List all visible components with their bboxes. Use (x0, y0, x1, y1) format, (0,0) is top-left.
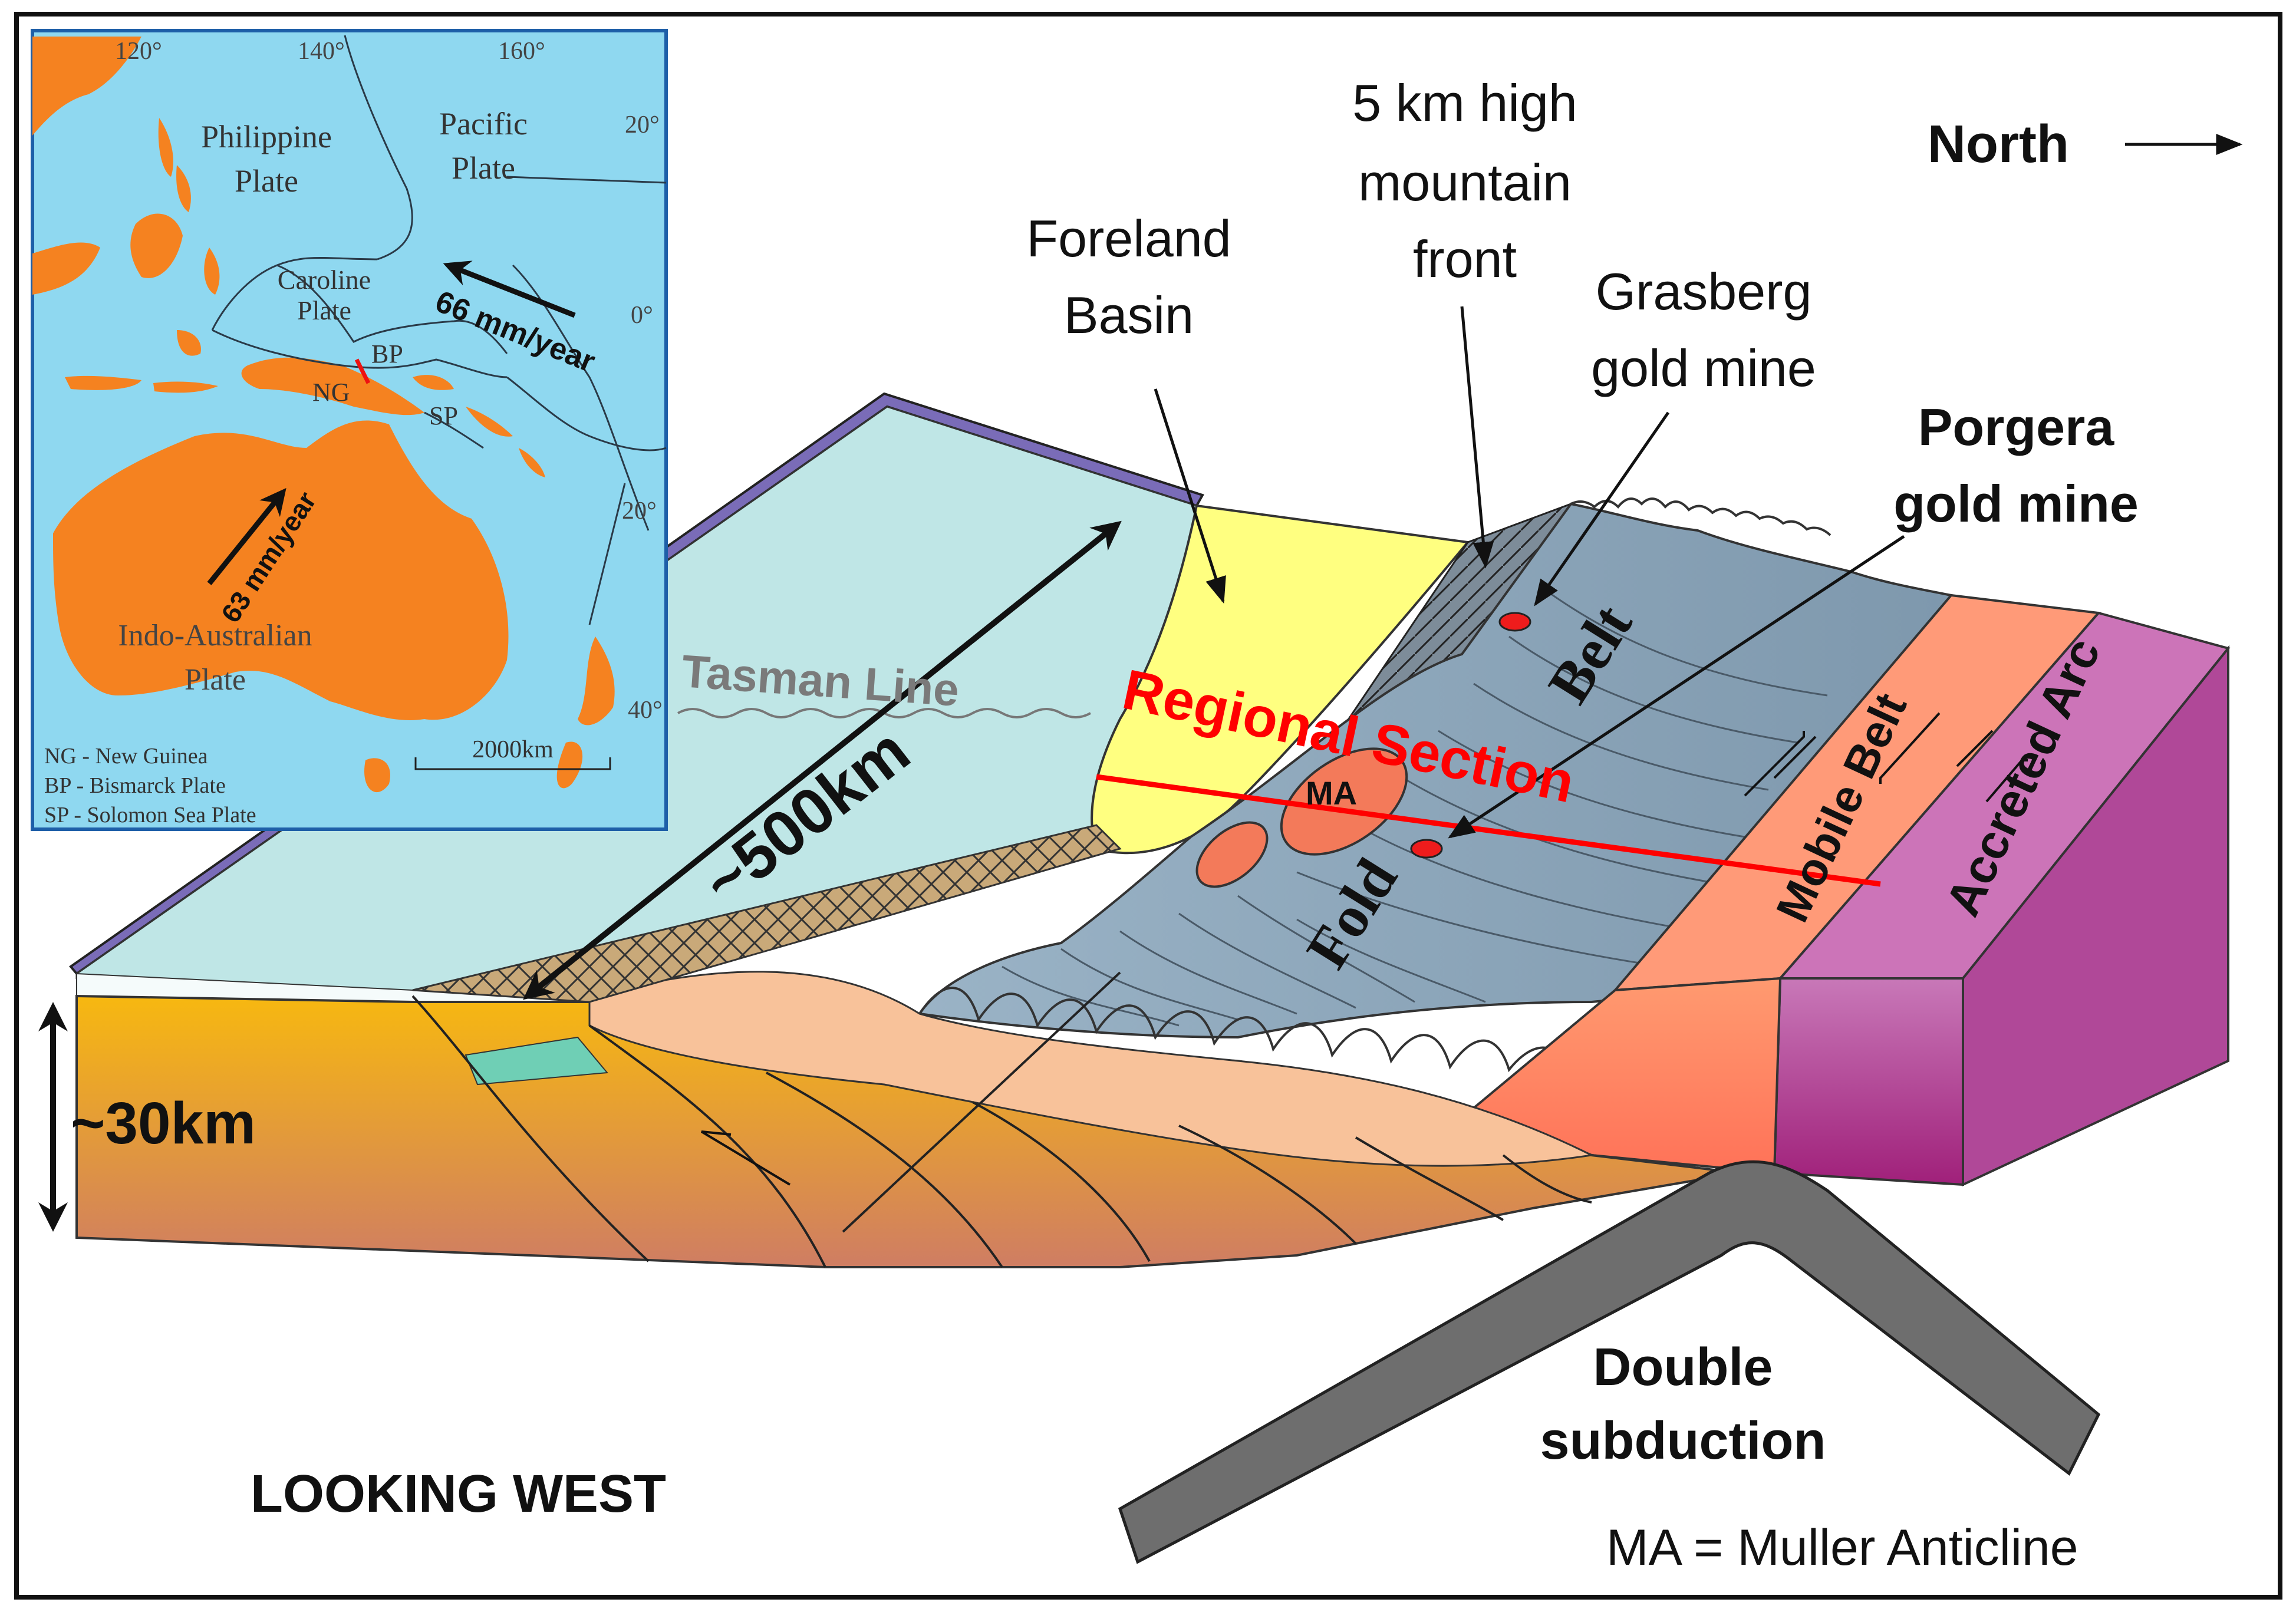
grasberg-label-2: gold mine (1591, 339, 1816, 397)
mountain-front-label-1: 5 km high (1352, 74, 1577, 132)
fault-slip-arrow (700, 1130, 791, 1186)
double-subduction-label-2: subduction (1540, 1412, 1826, 1470)
inset-scale-label: 2000km (472, 736, 554, 763)
grasberg-label-1: Grasberg (1596, 262, 1812, 321)
inset-scale-bar (414, 757, 611, 770)
fold-texture (1002, 588, 1828, 1027)
indo-australian-label-1: Indo-Australian (118, 619, 312, 652)
teal-layer (465, 1036, 608, 1086)
porgera-label-2: gold mine (1893, 474, 2139, 533)
latitude-20n: 20° (625, 111, 660, 139)
philippine-plate-label-1: Philippine (201, 119, 332, 154)
longitude-140: 140° (298, 38, 345, 65)
subducting-slab (1118, 1160, 2101, 1564)
inset-map: 120° 140° 160° 20° 0° 20° 40° Philippine… (31, 29, 668, 831)
pointer-arrows (1154, 134, 2243, 839)
porgera-label-1: Porgera (1918, 398, 2115, 456)
longitude-160: 160° (498, 38, 545, 65)
inset-legend-sp: SP - Solomon Sea Plate (44, 803, 256, 827)
muller-anticline-large (1280, 747, 1408, 856)
inset-legend-ng: NG - New Guinea (44, 744, 208, 769)
foreland-basin-label-2: Basin (1064, 286, 1194, 344)
philippine-plate-label-2: Plate (235, 163, 298, 199)
inset-legend-bp: BP - Bismarck Plate (44, 773, 226, 798)
pacific-motion-arrow (443, 261, 576, 318)
foreland-basin-label-1: Foreland (1026, 209, 1231, 268)
looking-west-label: LOOKING WEST (251, 1465, 666, 1524)
pacific-plate-label-1: Pacific (439, 106, 528, 141)
inset-plate-boundaries (211, 35, 667, 625)
muller-anticline-tag: MA (1306, 774, 1357, 812)
indo-australian-label-2: Plate (185, 663, 246, 697)
caroline-plate-label-1: Caroline (278, 265, 371, 295)
bp-label: BP (371, 339, 403, 368)
north-label: North (1928, 115, 2069, 174)
inset-section-marker (354, 358, 371, 384)
caroline-plate-label-2: Plate (297, 295, 351, 325)
thrust-faults (411, 971, 1592, 1268)
latitude-0: 0° (631, 302, 653, 329)
muller-anticline-legend: MA = Muller Anticline (1606, 1519, 2078, 1576)
double-subduction-label-1: Double (1593, 1338, 1773, 1397)
grasberg-mine-marker (1498, 612, 1531, 632)
mobile-belt-front (1471, 977, 1782, 1175)
australia-motion-arrow (207, 487, 286, 585)
latitude-40s: 40° (628, 697, 663, 724)
pacific-plate-label-2: Plate (452, 150, 515, 186)
longitude-120: 120° (115, 38, 162, 65)
distance-arrow (523, 520, 1122, 1000)
depth-label: ~30km (71, 1090, 256, 1156)
muller-anticline-small (1195, 821, 1269, 888)
regional-section-line (1096, 774, 1881, 887)
mountain-front-label-3: front (1413, 230, 1517, 288)
fold-crest-line (1570, 497, 1831, 536)
inset-landmasses (32, 37, 615, 793)
accreted-arc-front (1773, 977, 1964, 1186)
sp-label: SP (429, 401, 458, 430)
ng-label: NG (312, 378, 350, 407)
mountain-front-label-2: mountain (1358, 153, 1572, 212)
latitude-20s: 20° (622, 497, 657, 525)
mobile-belt-shear-arrows (1744, 712, 2028, 803)
sediment-wedge (588, 971, 1595, 1167)
porgera-mine-marker (1410, 839, 1443, 859)
